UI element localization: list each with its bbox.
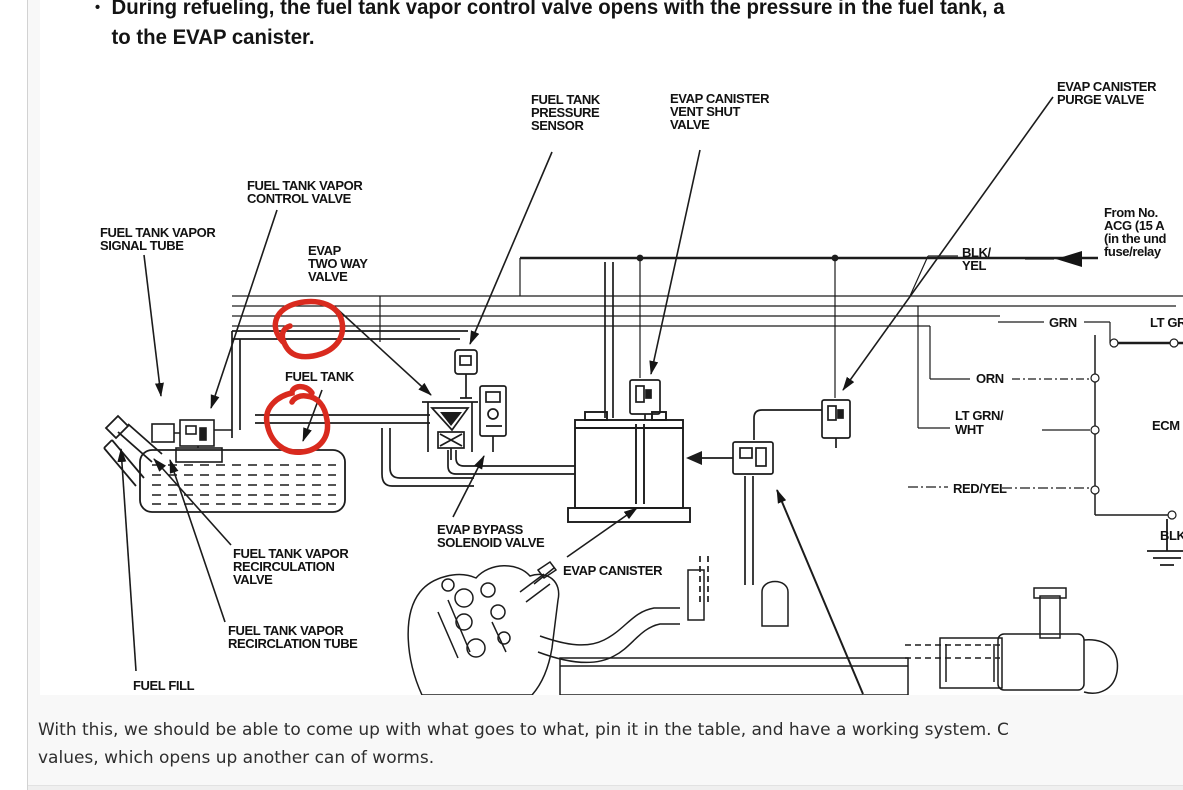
label-fuel-fill: FUEL FILL	[133, 678, 195, 693]
scan-intro-line2: to the EVAP canister.	[111, 26, 315, 49]
fuse-feed-arrow-icon	[1025, 251, 1082, 267]
label-wire-lt-grn: LT GRN	[1150, 315, 1183, 330]
red-circle-lower	[263, 383, 331, 455]
label-recirculation-valve: FUEL TANK VAPOR	[233, 546, 349, 561]
svg-text:(in the und: (in the und	[1104, 231, 1166, 246]
label-control-valve: FUEL TANK VAPOR	[247, 178, 363, 193]
red-circle-upper	[272, 298, 346, 360]
label-fuse-note: From No.	[1104, 205, 1158, 220]
scan-intro-text: •During refueling, the fuel tank vapor c…	[95, 0, 1005, 53]
svg-text:PRESSURE: PRESSURE	[531, 105, 600, 120]
engine-cutaway-drawing	[407, 560, 1119, 695]
svg-text:SIGNAL TUBE: SIGNAL TUBE	[100, 238, 184, 253]
label-wire-blk-yel: BLK/	[962, 245, 992, 260]
label-two-way-valve: EVAP	[308, 243, 342, 258]
svg-text:VALVE: VALVE	[670, 117, 710, 132]
scan-intro-line1: •During refueling, the fuel tank vapor c…	[95, 0, 1005, 23]
manual-scan-image: •During refueling, the fuel tank vapor c…	[40, 0, 1183, 695]
wiring-lines	[232, 251, 1183, 566]
tank-valve-cluster	[151, 419, 232, 463]
svg-text:PURGE VALVE: PURGE VALVE	[1057, 92, 1145, 107]
vent-shut-valve-drawing	[629, 379, 661, 420]
svg-text:VALVE: VALVE	[308, 269, 348, 284]
svg-text:SOLENOID VALVE: SOLENOID VALVE	[437, 535, 545, 550]
vapor-tubes	[231, 262, 822, 606]
leader-lines	[117, 96, 1054, 695]
forum-post: •During refueling, the fuel tank vapor c…	[28, 0, 1183, 790]
page-left-margin	[0, 0, 28, 790]
svg-text:TWO WAY: TWO WAY	[308, 256, 368, 271]
bullet-icon: •	[95, 0, 101, 16]
evap-two-way-valve-drawing	[422, 401, 478, 460]
label-fuel-tank: FUEL TANK	[285, 369, 355, 384]
svg-text:RECIRCULATION: RECIRCULATION	[233, 559, 334, 574]
svg-text:YEL: YEL	[962, 258, 987, 273]
label-bypass-solenoid: EVAP BYPASS	[437, 522, 524, 537]
svg-text:RECIRCLATION TUBE: RECIRCLATION TUBE	[228, 636, 358, 651]
label-wire-red-yel: RED/YEL	[953, 481, 1007, 496]
label-vent-shut-valve: EVAP CANISTER	[670, 91, 770, 106]
comment-line2: values, which opens up another can of wo…	[38, 747, 435, 768]
svg-text:SENSOR: SENSOR	[531, 118, 585, 133]
red-annotation-circles	[263, 298, 346, 455]
label-wire-grn: GRN	[1049, 315, 1077, 330]
label-wire-blk: BLK	[1160, 528, 1183, 543]
post-comment-text: With this, we should be able to come up …	[38, 717, 1009, 772]
svg-text:WHT: WHT	[955, 422, 984, 437]
label-signal-tube: FUEL TANK VAPOR	[100, 225, 216, 240]
spark-plug-icon	[536, 560, 558, 580]
fuel-cap-icon	[104, 414, 130, 440]
svg-text:fuse/relay: fuse/relay	[1104, 244, 1162, 259]
evap-bypass-solenoid-drawing	[479, 385, 507, 452]
label-wire-lt-grn-wht: LT GRN/	[955, 408, 1004, 423]
label-pressure-sensor: FUEL TANK	[531, 92, 601, 107]
evap-system-diagram: FUEL TANK PRESSURE SENSOR EVAP CANISTER …	[100, 79, 1183, 695]
evap-canister-drawing	[567, 411, 691, 523]
fuel-tank-drawing	[103, 414, 346, 513]
comment-line1: With this, we should be able to come up …	[38, 720, 1009, 740]
svg-text:ACG (15 A: ACG (15 A	[1104, 218, 1165, 233]
label-recirclation-tube: FUEL TANK VAPOR	[228, 623, 344, 638]
vent-component-drawing	[732, 441, 774, 475]
label-ecm: ECM	[1152, 418, 1180, 433]
svg-text:VALVE: VALVE	[233, 572, 273, 587]
post-divider	[28, 785, 1183, 790]
svg-text:CONTROL VALVE: CONTROL VALVE	[247, 191, 352, 206]
diagram-labels: FUEL TANK PRESSURE SENSOR EVAP CANISTER …	[100, 79, 1183, 693]
fuel-tank-pressure-sensor-drawing	[454, 349, 478, 399]
flow-arrow-icon	[686, 451, 702, 465]
label-evap-canister: EVAP CANISTER	[563, 563, 663, 578]
svg-text:VENT SHUT: VENT SHUT	[670, 104, 741, 119]
label-wire-orn: ORN	[976, 371, 1004, 386]
ground-icon	[1147, 519, 1183, 566]
label-purge-valve: EVAP CANISTER	[1057, 79, 1157, 94]
purge-valve-drawing	[821, 399, 851, 448]
